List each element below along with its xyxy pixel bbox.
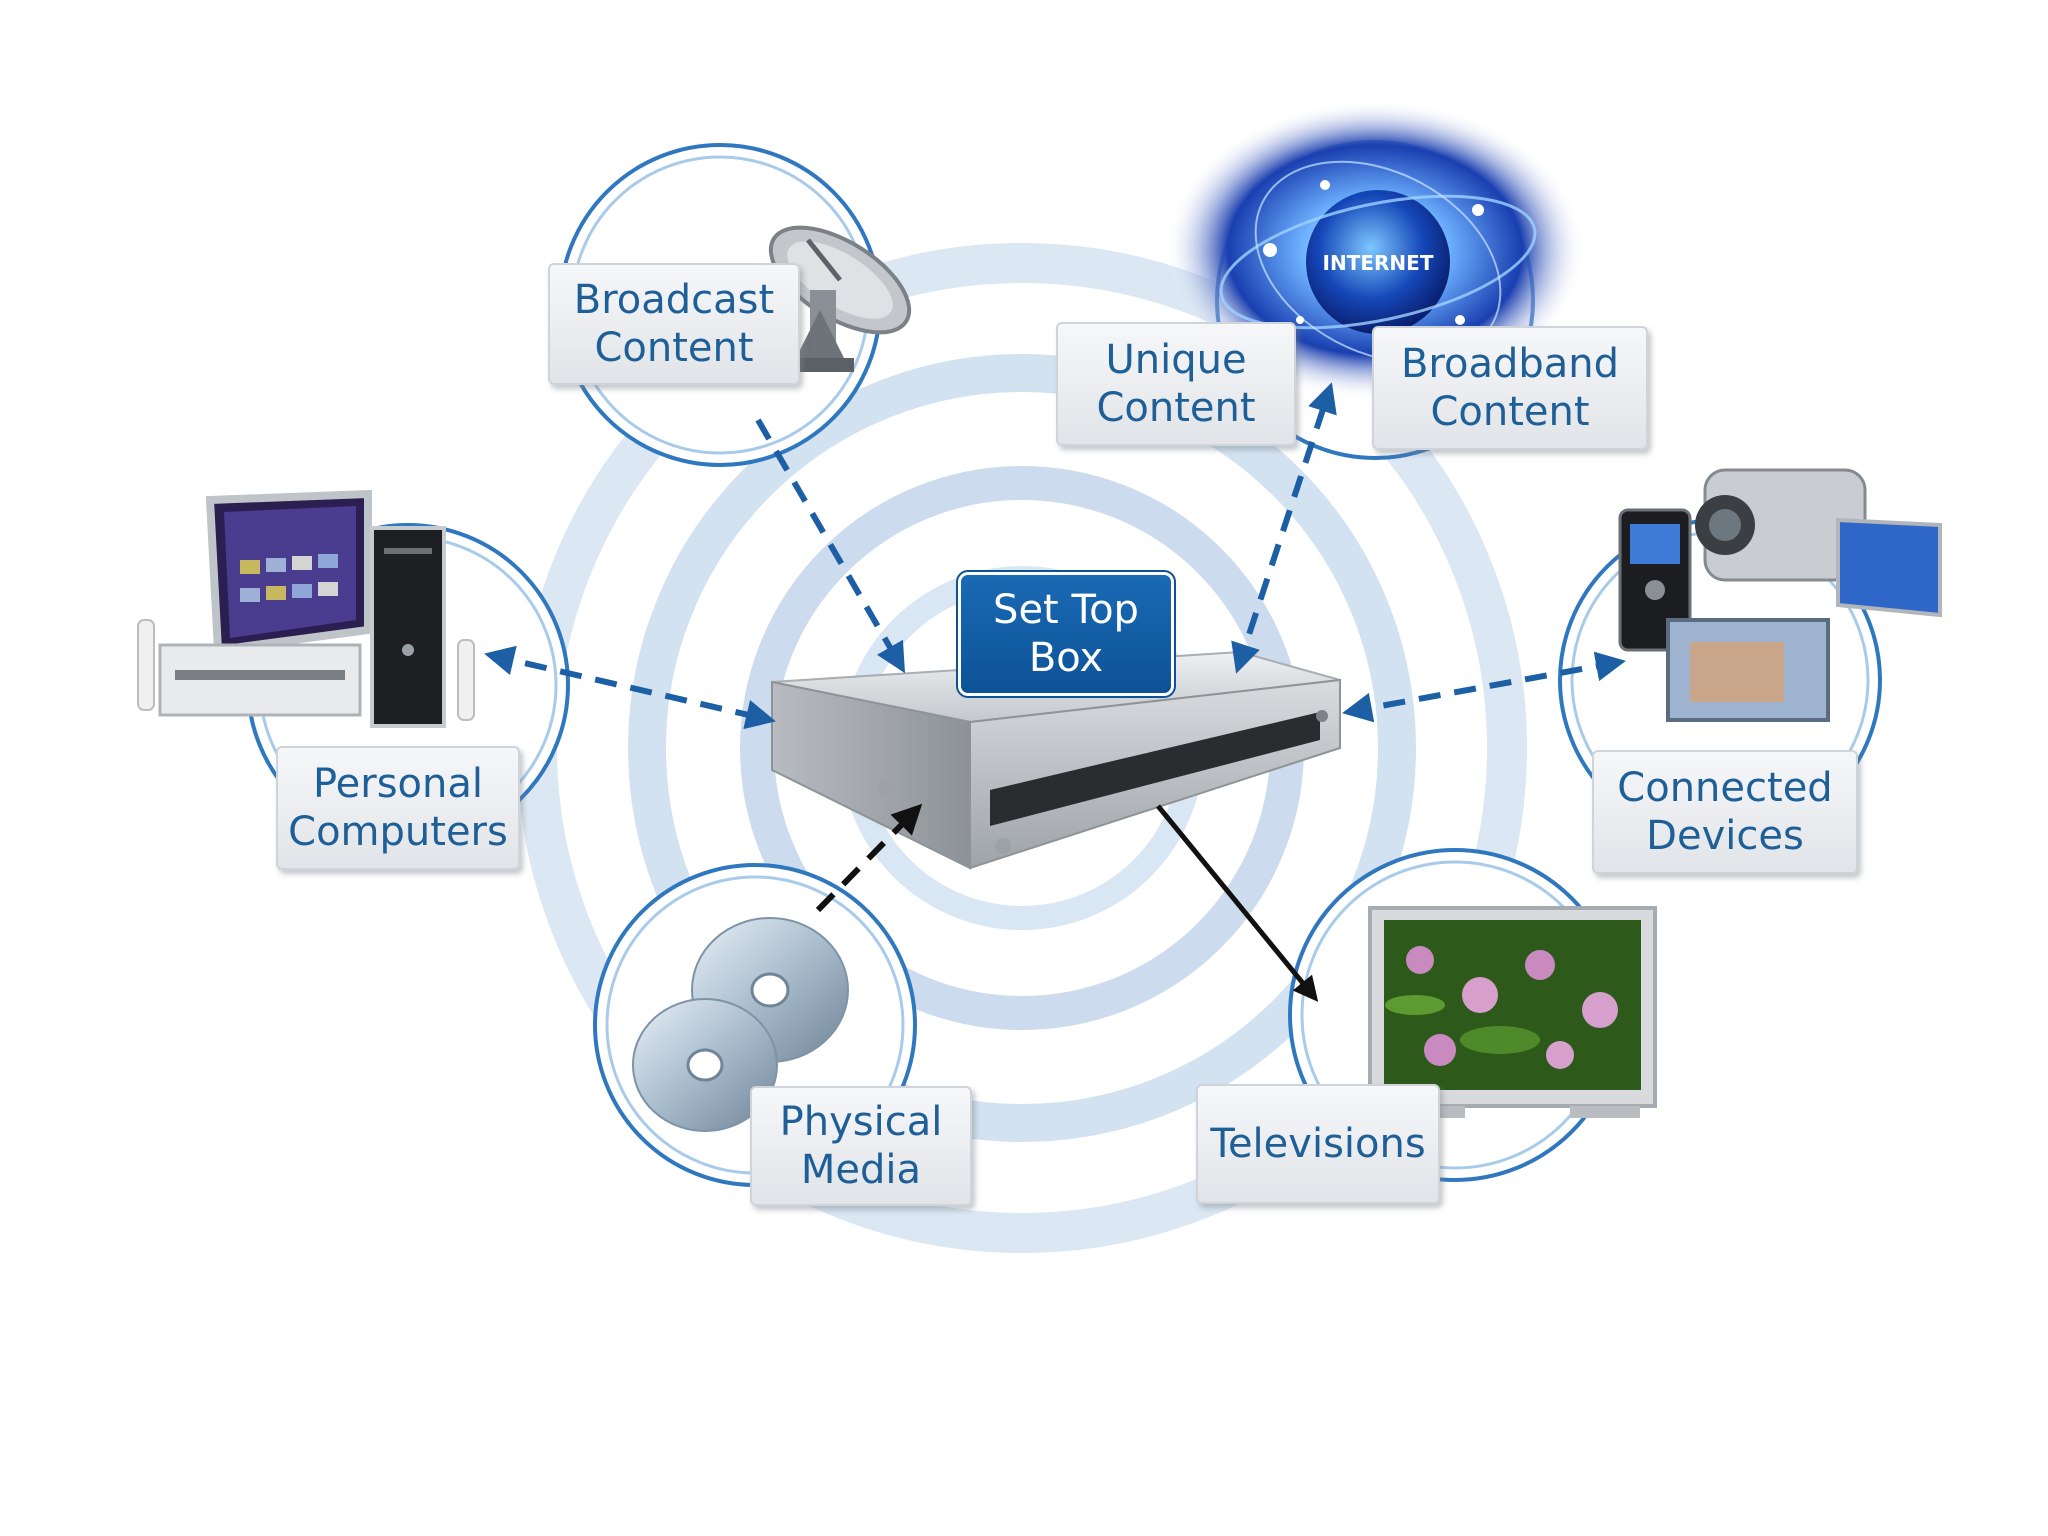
connector-arrows xyxy=(484,382,1626,1002)
personal-computers-label: Personal Computers xyxy=(276,746,520,870)
unique-content-line1: Unique xyxy=(1105,337,1247,383)
physical-media-line1: Physical xyxy=(779,1099,943,1145)
unique-content-label: Unique Content xyxy=(1056,322,1296,446)
connected-devices-label: Connected Devices xyxy=(1592,750,1858,874)
arrow-physical-to-box xyxy=(815,803,923,913)
set-top-box-line2: Box xyxy=(1028,635,1104,681)
camcorder-phone-frame-icon xyxy=(1618,468,1942,722)
broadcast-content-line2: Content xyxy=(594,325,754,371)
personal-computers-line1: Personal xyxy=(312,761,484,807)
disc-icon xyxy=(632,917,849,1132)
arrow-broadcast-to-box xyxy=(755,418,906,674)
physical-media-line2: Media xyxy=(800,1147,922,1193)
televisions-label: Televisions xyxy=(1196,1084,1440,1204)
set-top-box-line1: Set Top xyxy=(993,587,1139,633)
connected-devices-line1: Connected xyxy=(1617,765,1833,811)
connected-devices-line2: Devices xyxy=(1646,813,1804,859)
physical-media-label: Physical Media xyxy=(750,1086,972,1206)
broadcast-content-line1: Broadcast xyxy=(573,277,775,323)
broadcast-content-label: Broadcast Content xyxy=(548,263,800,385)
satellite-dish-icon xyxy=(768,225,912,372)
internet-badge: INTERNET xyxy=(1323,251,1434,275)
arrow-box-connected xyxy=(1342,651,1626,723)
ring-middle xyxy=(628,354,1416,1142)
arrow-box-broadband xyxy=(1231,382,1337,674)
broadband-content-label: Broadband Content xyxy=(1372,326,1648,450)
televisions-line1: Televisions xyxy=(1210,1121,1426,1167)
computer-icon xyxy=(137,489,475,728)
unique-content-line2: Content xyxy=(1096,385,1256,431)
broadband-content-line2: Content xyxy=(1430,389,1590,435)
set-top-box-label: Set Top Box xyxy=(956,570,1176,698)
flat-tv-icon xyxy=(1368,906,1657,1118)
broadband-content-line1: Broadband xyxy=(1400,341,1620,387)
arrow-box-to-tv xyxy=(1156,804,1319,1002)
personal-computers-line2: Computers xyxy=(288,809,508,855)
arrow-box-personal xyxy=(484,645,776,730)
